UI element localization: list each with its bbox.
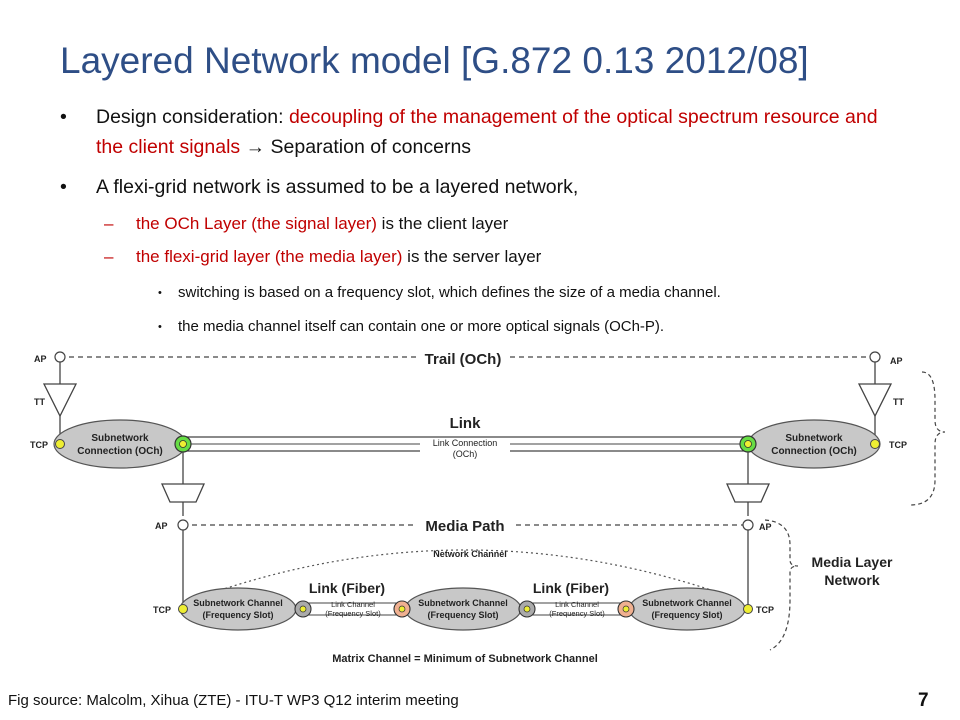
media-frequency-slot-left: (Frequency Slot)	[202, 610, 273, 620]
media-subnetwork-label-left: Subnetwork Channel	[193, 598, 283, 608]
connection-och-label-right: Connection (OCh)	[771, 446, 857, 457]
trail-label-bg	[418, 349, 508, 367]
link-connection-label-bg	[420, 438, 510, 460]
ap-label-right-media: AP	[759, 522, 772, 532]
page-number: 7	[918, 690, 929, 711]
tcp-label-left-media: TCP	[153, 605, 171, 615]
trail-label: Trail (OCh)	[425, 351, 502, 368]
media-frequency-slot-middle: (Frequency Slot)	[427, 610, 498, 620]
media-path-label-bg	[415, 516, 515, 534]
dash-icon: –	[104, 214, 114, 233]
media-path-label: Media Path	[425, 518, 504, 535]
bullet-text: A flexi-grid network is assumed to be a …	[96, 176, 579, 198]
media-layer-label-2: Network	[824, 572, 879, 588]
media-subnetwork-label-right: Subnetwork Channel	[642, 598, 732, 608]
link-connection-label-2: (OCh)	[453, 449, 478, 459]
link-connection-label-1: Link Connection	[433, 438, 498, 448]
ap-label-left-top: AP	[34, 354, 47, 364]
media-subnetwork-label-middle: Subnetwork Channel	[418, 598, 508, 608]
link-channel-label-right-2: (Frequency Slot)	[549, 609, 605, 618]
link-label: Link	[450, 415, 481, 432]
sub-bullet-suffix: is the server layer	[402, 247, 542, 266]
figure-source: Fig source: Malcolm, Xihua (ZTE) - ITU-T…	[8, 692, 459, 709]
tcp-node-left-media	[178, 604, 188, 614]
matrix-channel-label: Matrix Channel = Minimum of Subnetwork C…	[332, 653, 598, 665]
link-channel-label-right-1: Link Channel	[555, 600, 599, 609]
bullet-dot-icon: •	[60, 106, 67, 128]
tt-label-left: TT	[34, 397, 45, 407]
subnetwork-ellipse-left	[53, 419, 187, 469]
bullet-dot-icon: •	[60, 176, 67, 198]
tt-triangle-left	[42, 383, 78, 418]
slide-title: Layered Network model [G.872 0.13 2012/0…	[60, 40, 809, 81]
dash-icon: –	[104, 247, 114, 266]
sub-sub-bullet-text: switching is based on a frequency slot, …	[178, 284, 721, 301]
adaptation-trapezoid-right	[725, 483, 771, 503]
sub-bullet-text: the flexi-grid layer (the media layer) i…	[136, 245, 541, 269]
sub-bullet-text: the OCh Layer (the signal layer) is the …	[136, 212, 508, 236]
media-frequency-slot-right: (Frequency Slot)	[651, 610, 722, 620]
adaptation-trapezoid-left	[160, 483, 206, 503]
subnetwork-label-right: Subnetwork	[785, 433, 843, 444]
bullet-prefix: Design consideration:	[96, 106, 289, 128]
tcp-label-left: TCP	[30, 440, 48, 450]
bullet-suffix: Separation of concerns	[265, 136, 472, 158]
tcp-node-right-media	[743, 604, 753, 614]
sub-bullet-highlight: the flexi-grid layer (the media layer)	[136, 247, 403, 266]
tt-triangle-right	[857, 383, 893, 418]
ap-node-right-media	[742, 519, 754, 531]
link-label-bg	[440, 412, 490, 432]
connection-och-label-left: Connection (OCh)	[77, 446, 163, 457]
arrow-right-icon: →	[245, 136, 266, 158]
network-channel-label: Network Channel	[433, 549, 507, 559]
tt-label-right: TT	[893, 397, 904, 407]
ap-node-left-media	[177, 519, 189, 531]
subnetwork-label-left: Subnetwork	[91, 433, 149, 444]
sub-bullet-suffix: is the client layer	[376, 214, 509, 233]
media-subnetwork-ellipse-left	[179, 587, 297, 631]
fiber-node-inner-3	[523, 605, 531, 613]
sub-bullet-highlight: the OCh Layer (the signal layer)	[136, 214, 377, 233]
bullet-highlight: decoupling of the management of the opti…	[96, 106, 878, 158]
tcp-label-right-media: TCP	[756, 605, 774, 615]
tcp-node-right	[870, 439, 880, 449]
link-node-inner-left	[179, 440, 187, 448]
link-fiber-label-left: Link (Fiber)	[309, 580, 385, 596]
bullet-text: Design consideration: decoupling of the …	[96, 102, 896, 162]
bullet-dot-icon: •	[158, 321, 162, 333]
ap-label-left-media: AP	[155, 521, 168, 531]
fiber-node-inner-4	[622, 605, 630, 613]
client-layer-brace	[909, 371, 946, 506]
ap-node-right-top	[869, 351, 881, 363]
tcp-node-left	[55, 439, 65, 449]
subnetwork-ellipse-right	[747, 419, 881, 469]
link-channel-label-left-1: Link Channel	[331, 600, 375, 609]
sub-sub-bullet-text: the media channel itself can contain one…	[178, 318, 665, 335]
link-node-inner-right	[744, 440, 752, 448]
fiber-node-inner-1	[299, 605, 307, 613]
bullet-dot-icon: •	[158, 287, 162, 299]
media-subnetwork-ellipse-middle	[404, 587, 522, 631]
tcp-label-right: TCP	[889, 440, 907, 450]
ap-node-left-top	[54, 351, 66, 363]
media-layer-label-1: Media Layer	[812, 554, 893, 570]
ap-label-right-top: AP	[890, 356, 903, 366]
fiber-node-inner-2	[398, 605, 406, 613]
media-layer-brace	[764, 519, 799, 651]
link-channel-label-left-2: (Frequency Slot)	[325, 609, 381, 618]
media-subnetwork-ellipse-right	[628, 587, 746, 631]
link-fiber-label-right: Link (Fiber)	[533, 580, 609, 596]
